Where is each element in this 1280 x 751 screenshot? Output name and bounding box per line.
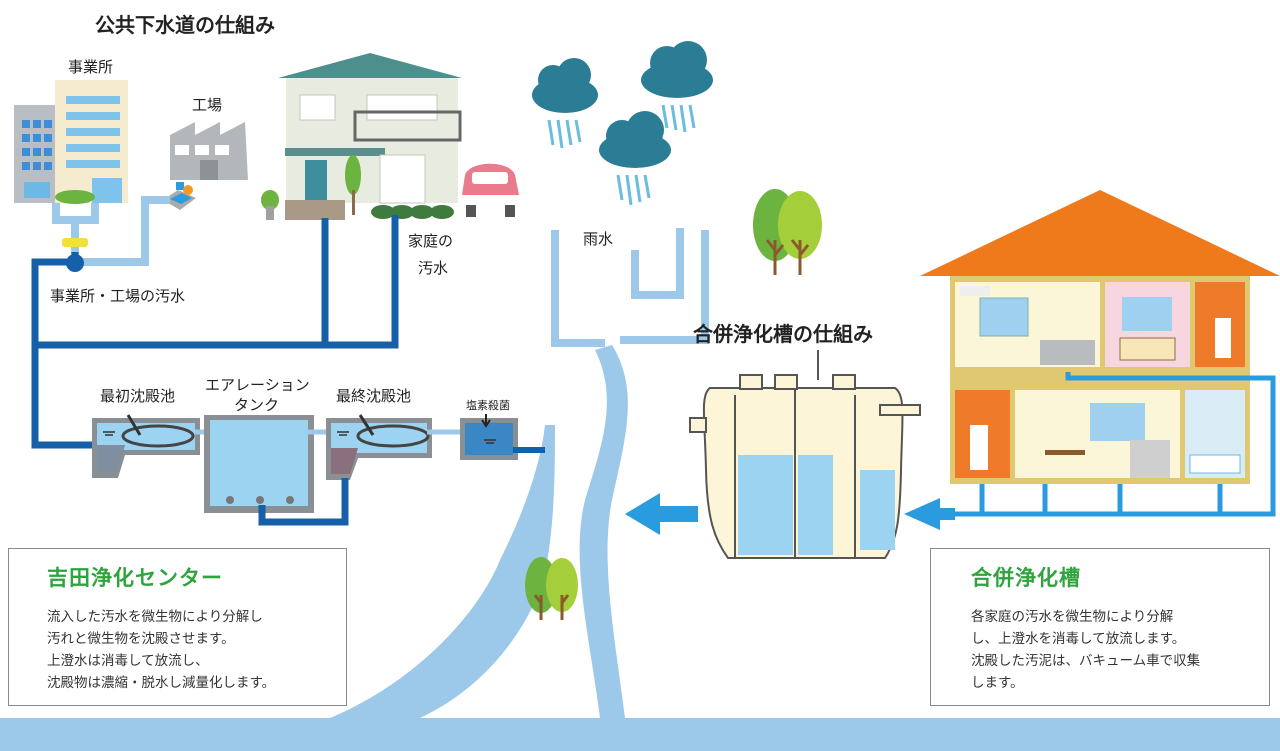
trees-top	[753, 189, 822, 275]
sludge-return-pipe	[258, 478, 349, 526]
house-building	[261, 53, 462, 220]
info-box-septic-tank: 合併浄化槽 各家庭の汚水を微生物により分解 し、上澄水を消毒して放流します。 沈…	[930, 548, 1270, 706]
primary-settling-tank	[92, 414, 200, 478]
river-branch-left	[330, 425, 555, 718]
label-office-factory-wastewater: 事業所・工場の汚水	[50, 287, 186, 305]
info-line: します。	[971, 675, 1024, 691]
info-line: 各家庭の汚水を微生物により分解	[971, 609, 1174, 625]
river-stream	[579, 345, 628, 718]
label-aeration-2: タンク	[234, 396, 280, 414]
info-line: 上澄水は消毒して放流し、	[47, 653, 209, 669]
label-factory: 工場	[192, 96, 223, 114]
rain-cloud-left	[532, 58, 598, 149]
info-box-treatment-center: 吉田浄化センター 流入した汚水を微生物により分解し 汚れと微生物を沈殿させます。…	[8, 548, 347, 706]
river-band	[0, 718, 1280, 751]
info-line: 汚れと微生物を沈殿させます。	[47, 631, 235, 647]
office-light-pipes	[52, 196, 170, 266]
trees-bottom	[525, 557, 578, 620]
info-line: 沈殿物は濃縮・脱水し減量化します。	[47, 675, 276, 691]
factory-building	[170, 122, 248, 180]
septic-system-title: 合併浄化槽の仕組み	[693, 322, 873, 346]
label-primary-settling: 最初沈殿池	[100, 387, 176, 405]
info-box-treatment-center-title: 吉田浄化センター	[47, 566, 223, 590]
label-rainwater: 雨水	[583, 230, 614, 248]
label-chlorination: 塩素殺菌	[466, 399, 510, 412]
info-line: 流入した汚水を微生物により分解し	[47, 609, 263, 625]
factory-outflow	[163, 182, 196, 210]
label-aeration-1: エアレーション	[205, 376, 310, 394]
label-home-wastewater-1: 家庭の	[408, 232, 454, 250]
arrow-tank-to-river	[625, 493, 698, 535]
info-box-septic-tank-title: 合併浄化槽	[971, 566, 1081, 590]
office-building-yellow	[55, 80, 128, 204]
rain-cloud-right	[641, 41, 713, 133]
right-house	[920, 190, 1280, 484]
public-sewer-title: 公共下水道の仕組み	[95, 13, 275, 37]
label-office: 事業所	[68, 58, 114, 76]
info-line: し、上澄水を消毒して放流します。	[971, 631, 1186, 647]
rainwater-collectors	[551, 228, 709, 347]
final-settling-tank	[326, 414, 432, 480]
arrow-house-to-tank	[904, 498, 955, 530]
car	[462, 163, 519, 217]
chlorination-tank	[460, 414, 518, 460]
septic-tank	[689, 350, 921, 559]
sewer-mains	[31, 215, 399, 449]
office-building-gray	[14, 105, 60, 203]
label-final-settling: 最終沈殿池	[336, 387, 412, 405]
info-line: 沈殿した汚泥は、バキューム車で収集	[971, 653, 1201, 669]
office-pipe-junction	[66, 254, 84, 272]
rain-cloud-center	[599, 111, 671, 206]
label-home-wastewater-2: 汚水	[418, 259, 449, 277]
water-level-marks	[103, 431, 496, 444]
aeration-tank	[204, 415, 314, 513]
office-pipe-collar	[62, 238, 88, 247]
house-drain-pipes	[945, 372, 1276, 517]
